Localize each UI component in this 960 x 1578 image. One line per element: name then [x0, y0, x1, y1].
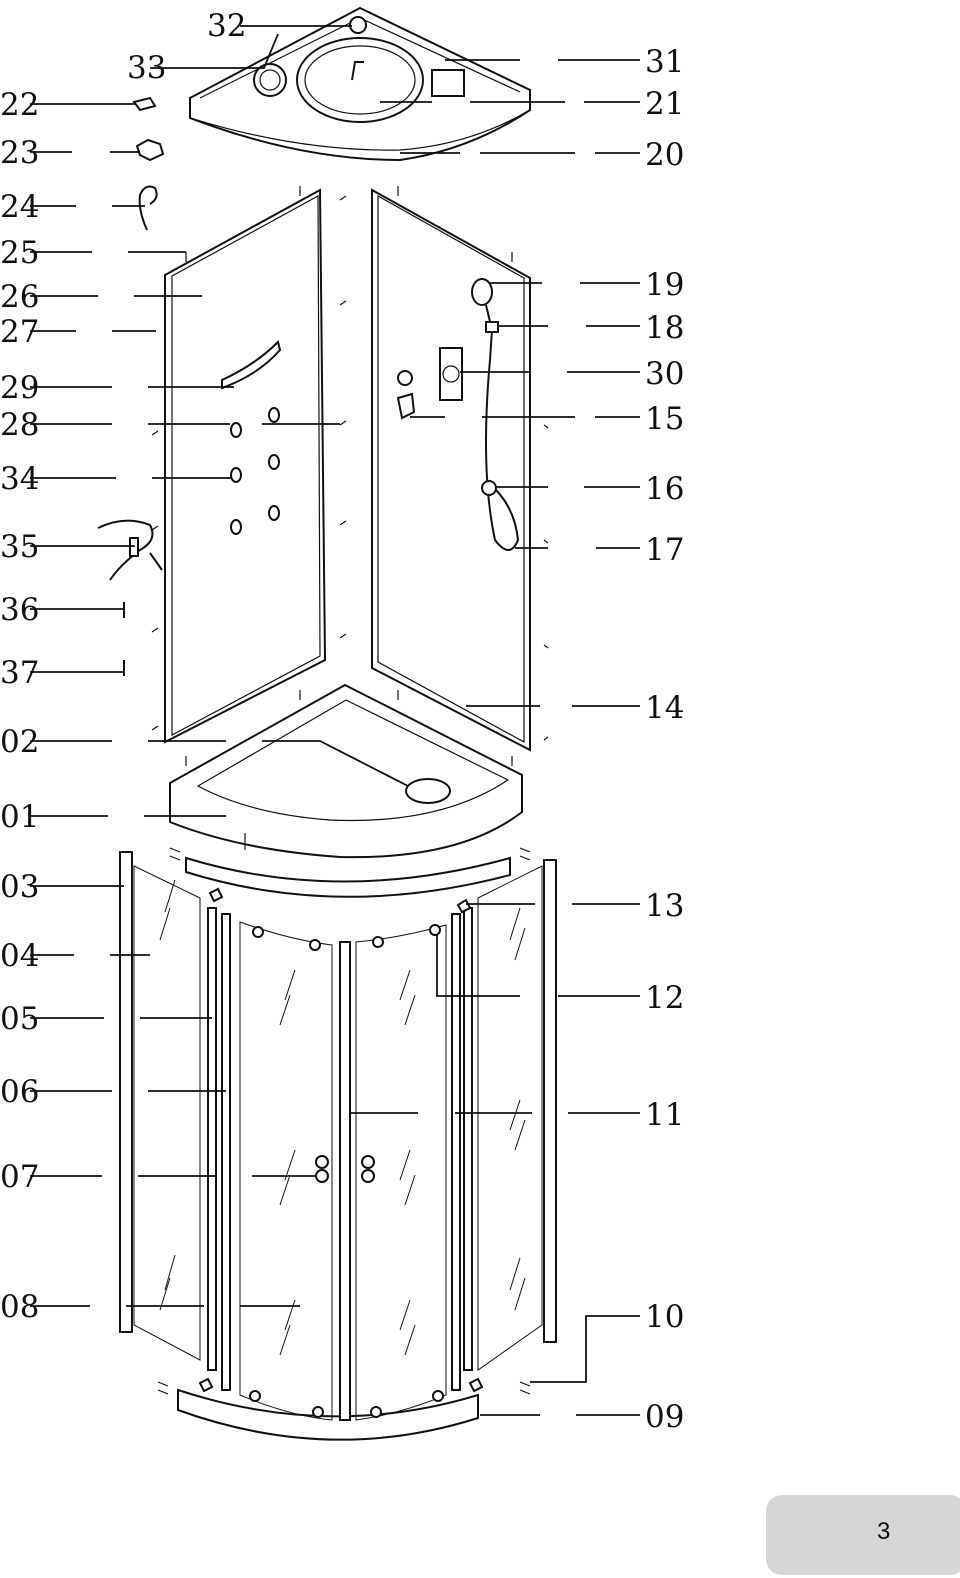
label-25: 25 — [0, 235, 39, 271]
label-17: 17 — [645, 532, 684, 568]
label-36: 36 — [0, 592, 39, 628]
label-37: 37 — [0, 655, 39, 691]
label-09: 09 — [645, 1399, 684, 1435]
label-07: 07 — [0, 1159, 39, 1195]
label-30: 30 — [645, 356, 684, 392]
label-05: 05 — [0, 1001, 39, 1037]
label-35: 35 — [0, 529, 39, 565]
label-24: 24 — [0, 189, 39, 225]
label-14: 14 — [645, 690, 684, 726]
label-08: 08 — [0, 1289, 39, 1325]
label-26: 26 — [0, 279, 39, 315]
label-10: 10 — [645, 1299, 684, 1335]
label-27: 27 — [0, 314, 39, 350]
label-29: 29 — [0, 370, 39, 406]
label-28: 28 — [0, 407, 39, 443]
front-enclosure — [119, 851, 557, 1441]
roof-assembly — [189, 6, 531, 162]
label-06: 06 — [0, 1074, 39, 1110]
page-number: 3 — [877, 1518, 891, 1545]
label-03: 03 — [0, 869, 39, 905]
label-31: 31 — [645, 44, 684, 80]
label-19: 19 — [645, 267, 684, 303]
label-13: 13 — [645, 888, 684, 924]
label-11: 11 — [645, 1097, 684, 1133]
label-21: 21 — [645, 86, 684, 122]
loose-parts — [97, 96, 165, 676]
label-32: 32 — [207, 8, 246, 44]
label-18: 18 — [645, 310, 684, 346]
label-16: 16 — [645, 471, 684, 507]
left-back-panel — [164, 188, 327, 744]
fixing-marks — [151, 186, 549, 1395]
label-22: 22 — [0, 87, 39, 123]
label-15: 15 — [645, 401, 684, 437]
part-labels: 32 33 22 23 24 25 26 27 29 28 34 35 36 3… — [0, 8, 684, 1435]
label-33: 33 — [127, 50, 166, 86]
page-number-tab — [766, 1495, 960, 1575]
label-01: 01 — [0, 799, 39, 835]
right-back-panel — [371, 188, 531, 752]
label-20: 20 — [645, 137, 684, 173]
label-12: 12 — [645, 980, 684, 1016]
label-04: 04 — [0, 938, 39, 974]
label-23: 23 — [0, 135, 39, 171]
shower-tray — [169, 683, 523, 859]
leader-lines — [30, 25, 640, 1416]
label-34: 34 — [0, 461, 39, 497]
label-02: 02 — [0, 724, 39, 760]
